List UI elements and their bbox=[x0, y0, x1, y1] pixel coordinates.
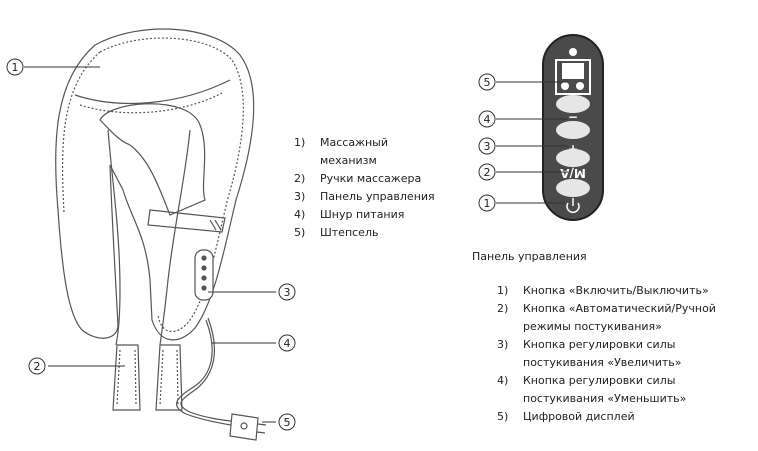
panel-legend-number: 4) bbox=[497, 374, 509, 387]
panel-legend-number: 3) bbox=[497, 338, 509, 351]
parts-legend-number: 4) bbox=[294, 208, 306, 221]
parts-legend-text: Массажный механизм bbox=[320, 136, 389, 167]
parts-legend-item: 3) Панель управления bbox=[294, 188, 444, 206]
mode-button[interactable]: M/A bbox=[556, 149, 590, 180]
callout-right-4: 4 bbox=[478, 110, 496, 128]
mode-label: M/A bbox=[559, 166, 585, 180]
callout-right-1-label: 1 bbox=[484, 197, 491, 210]
minus-button[interactable]: − bbox=[556, 95, 590, 124]
power-icon bbox=[566, 198, 580, 213]
parts-legend-number: 2) bbox=[294, 172, 306, 185]
callout-left-4-label: 4 bbox=[284, 337, 291, 350]
power-button[interactable] bbox=[556, 179, 590, 213]
indicator-light-icon bbox=[569, 48, 577, 56]
parts-legend: 1) Массажный механизм 2) Ручки массажера… bbox=[294, 134, 444, 242]
callout-left-5-label: 5 bbox=[284, 416, 291, 429]
massager-illustration bbox=[55, 28, 267, 441]
panel-legend-item: 2) Кнопка «Автоматический/Ручной режимы … bbox=[497, 300, 752, 336]
callout-left-3: 3 bbox=[278, 283, 296, 301]
callout-right-2: 2 bbox=[478, 163, 496, 181]
panel-legend-text: Кнопка регулировки силы постукивания «Ув… bbox=[523, 338, 682, 369]
digital-display bbox=[555, 59, 591, 95]
callout-left-2: 2 bbox=[28, 357, 46, 375]
parts-legend-number: 1) bbox=[294, 136, 306, 149]
parts-legend-item: 5) Штепсель bbox=[294, 224, 444, 242]
panel-legend-text: Кнопка «Автоматический/Ручной режимы пос… bbox=[523, 302, 716, 333]
parts-legend-item: 2) Ручки массажера bbox=[294, 170, 444, 188]
panel-legend-number: 5) bbox=[497, 410, 509, 423]
control-panel: − + M/A bbox=[542, 34, 604, 221]
callout-right-3-label: 3 bbox=[484, 140, 491, 153]
callout-left-1-label: 1 bbox=[12, 61, 19, 74]
panel-legend-text: Цифровой дисплей bbox=[523, 410, 635, 423]
panel-legend: 1) Кнопка «Включить/Выключить» 2) Кнопка… bbox=[497, 282, 752, 426]
parts-legend-text: Панель управления bbox=[320, 190, 435, 203]
callout-right-5-label: 5 bbox=[484, 76, 491, 89]
callout-right-3: 3 bbox=[478, 137, 496, 155]
callout-left-4: 4 bbox=[278, 334, 296, 352]
minus-label: − bbox=[568, 110, 578, 124]
callout-right-4-label: 4 bbox=[484, 113, 491, 126]
callout-left-2-label: 2 bbox=[34, 360, 41, 373]
callout-right-1: 1 bbox=[478, 194, 496, 212]
panel-legend-item: 5) Цифровой дисплей bbox=[497, 408, 752, 426]
panel-legend-item: 1) Кнопка «Включить/Выключить» bbox=[497, 282, 752, 300]
panel-legend-text: Кнопка «Включить/Выключить» bbox=[523, 284, 709, 297]
panel-legend-number: 1) bbox=[497, 284, 509, 297]
parts-legend-number: 3) bbox=[294, 190, 306, 203]
callout-right-2-label: 2 bbox=[484, 166, 491, 179]
panel-legend-text: Кнопка регулировки силы постукивания «Ум… bbox=[523, 374, 687, 405]
panel-legend-number: 2) bbox=[497, 302, 509, 315]
parts-legend-number: 5) bbox=[294, 226, 306, 239]
callout-left-1: 1 bbox=[6, 58, 24, 76]
callout-left-3-label: 3 bbox=[284, 286, 291, 299]
panel-legend-item: 3) Кнопка регулировки силы постукивания … bbox=[497, 336, 752, 372]
parts-legend-text: Штепсель bbox=[320, 226, 379, 239]
parts-legend-item: 4) Шнур питания bbox=[294, 206, 444, 224]
parts-legend-item: 1) Массажный механизм bbox=[294, 134, 444, 170]
callouts-left bbox=[24, 66, 276, 423]
parts-legend-text: Ручки массажера bbox=[320, 172, 422, 185]
callouts-right bbox=[496, 81, 568, 204]
panel-legend-title: Панель управления bbox=[472, 250, 587, 263]
callout-left-5: 5 bbox=[278, 413, 296, 431]
panel-legend-item: 4) Кнопка регулировки силы постукивания … bbox=[497, 372, 752, 408]
callout-right-5: 5 bbox=[478, 73, 496, 91]
parts-legend-text: Шнур питания bbox=[320, 208, 405, 221]
